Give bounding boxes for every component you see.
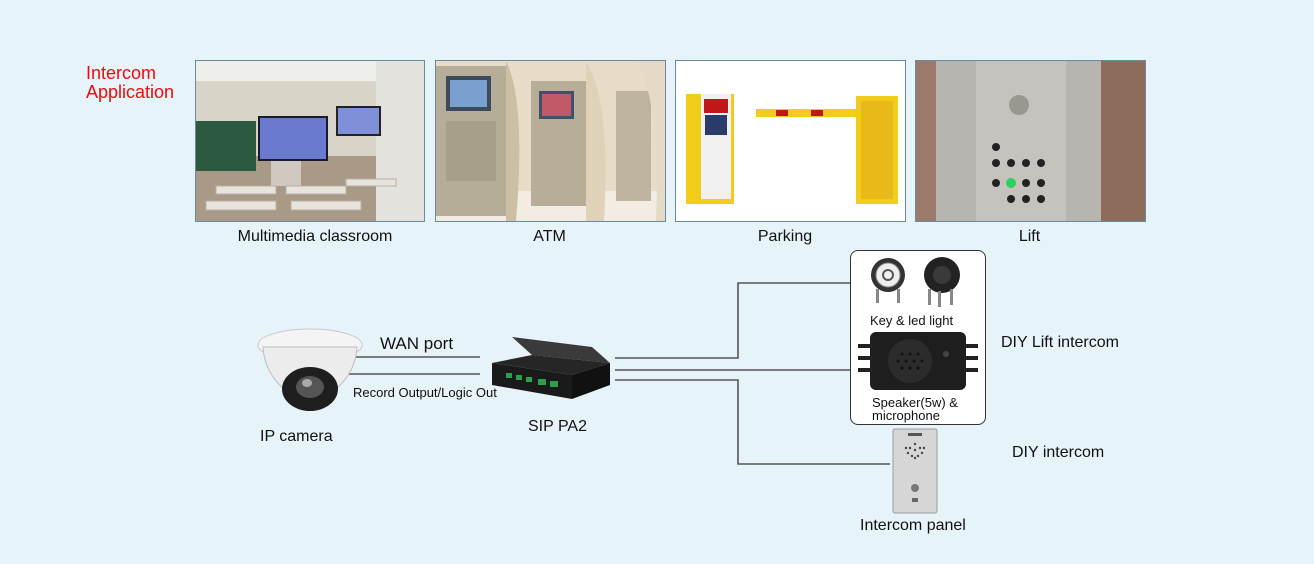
sip-pa2-image: [482, 333, 614, 405]
ip-camera-image: [255, 325, 370, 415]
panel-line: [615, 379, 890, 465]
classroom-caption: Multimedia classroom: [237, 228, 393, 245]
key-led-image: [862, 255, 972, 307]
speaker-label-line-1: Speaker(5w) &: [872, 395, 958, 410]
key-label: Key & led light: [870, 313, 954, 328]
title-line-2: Application: [86, 82, 175, 102]
parking-photo: [675, 60, 906, 222]
wan-label: WAN port: [380, 334, 454, 353]
atm-photo: [435, 60, 666, 222]
diy-intercom-label: DIY intercom: [1012, 444, 1105, 461]
intercom-panel-image: [892, 428, 938, 514]
camera-label: IP camera: [260, 428, 333, 445]
parking-caption: Parking: [757, 228, 813, 245]
diy-lift-label: DIY Lift intercom: [1001, 334, 1119, 351]
speaker-label: Speaker(5w) & microphone: [872, 396, 958, 422]
speaker-image: [856, 330, 980, 392]
speaker-label-line-2: microphone: [872, 408, 940, 423]
lift-photo: [915, 60, 1146, 222]
panel-label: Intercom panel: [860, 517, 966, 534]
device-label: SIP PA2: [528, 418, 587, 435]
atm-caption: ATM: [533, 228, 566, 245]
record-label: Record Output/Logic Out: [353, 385, 497, 400]
page-title: Intercom Application: [86, 64, 174, 102]
title-line-1: Intercom: [86, 63, 157, 83]
lift-caption: Lift: [1018, 228, 1041, 245]
classroom-photo: [195, 60, 425, 222]
key-line: [615, 282, 854, 359]
